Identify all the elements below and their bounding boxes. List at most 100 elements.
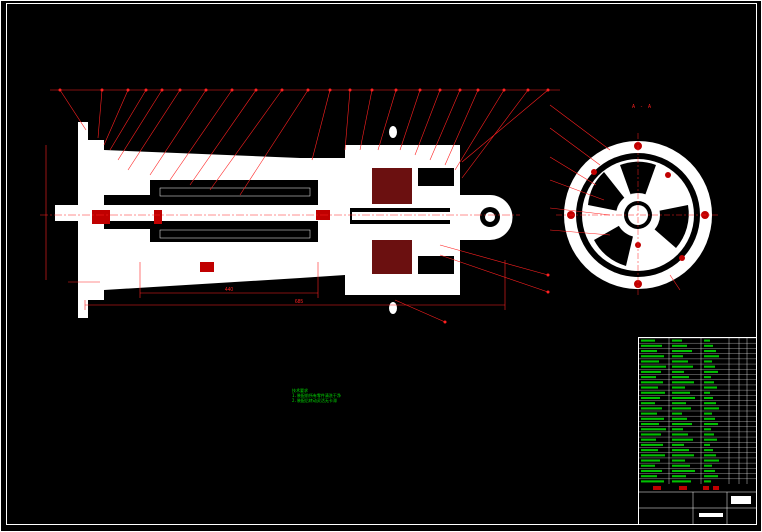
parts-list-row-text [704,391,710,394]
leader-balloons [58,88,550,324]
gear-section-top [372,168,412,204]
parts-list-row-text [704,344,713,347]
dimension-440: 440 [225,287,234,293]
parts-list-row-text [704,480,711,483]
parts-list-row-text [672,396,695,400]
parts-list-row-text [704,365,715,368]
parts-list-row-text [704,475,718,478]
parts-list-row-text [641,475,657,478]
piston-rod [55,205,345,221]
parts-list-row-text [704,370,718,373]
clevis-pin [485,212,495,222]
parts-list-row-text [704,469,715,473]
parts-list-row-text [641,355,664,358]
parts-list-row-text [641,422,659,426]
note-2: 2.装配后转动灵活无卡滞 [292,398,337,403]
parts-list-row-text [672,402,686,405]
parts-list-row-text [641,433,661,436]
title-block-mark-1 [653,486,661,490]
parts-list-row-text [641,386,658,389]
part-leaders [50,89,560,323]
parts-list-row-text [641,438,656,441]
parts-list-row-text [704,449,713,452]
grease-nipple-top [389,126,397,138]
parts-list-row-text [704,438,717,441]
parts-list-table [638,337,757,525]
parts-list-row-text [641,449,658,452]
parts-list-row-text [672,469,695,473]
parts-list-row-text [641,443,663,446]
section-label: A - A [632,104,653,110]
parts-list-row-text [641,417,664,420]
cross-section-view [556,133,720,297]
title-block-mark-3 [703,486,709,490]
parts-list-row-text [672,365,693,368]
parts-list-row-text [641,412,657,415]
parts-list-row-text [672,459,685,462]
parts-list-row-text [704,396,713,400]
parts-list-row-text [641,459,660,462]
longitudinal-section-view [40,122,520,318]
parts-list-row-text [641,402,655,405]
title-block-drawing-no [731,496,751,504]
parts-list-row-text [672,360,688,363]
parts-list-row-text [641,339,655,342]
parts-list-row-text [704,386,717,389]
drawing-frame [6,3,757,525]
grease-nipple-bottom [389,302,397,314]
gear-section-bottom [372,240,412,274]
parts-list-row-text [672,412,682,415]
parts-list-row-text [672,480,691,483]
parts-list-row-text [641,344,662,347]
parts-list-row-text [641,396,660,400]
parts-list-row-text [641,454,665,457]
parts-list-row-text [672,381,694,384]
parts-list-row-text [641,349,657,353]
output-shaft [352,212,462,220]
parts-list-row-text [641,360,659,363]
parts-list-row-text [704,407,719,410]
parts-list-row-text [672,344,687,347]
parts-list-row-text [672,386,685,389]
parts-list-row-text [641,376,656,379]
parts-list-row-text [672,443,684,446]
parts-list-row-text [672,417,687,420]
parts-list-row-text [672,449,689,452]
notes-heading: 技术要求 [292,388,308,393]
parts-list-row-text [704,355,719,358]
technical-notes: 技术要求 1.装配前所有零件清洗干净 2.装配后转动灵活无卡滞 [292,388,341,403]
parts-list-row-text [704,454,716,457]
parts-list-row-text [672,370,684,373]
parts-list-row-text [672,454,694,457]
title-block-mark-4 [713,486,719,490]
parts-list-row-text [641,428,666,431]
parts-list-row-text [672,349,692,353]
cross-leaders [549,104,681,291]
parts-list-row-text [672,422,692,426]
parts-list-row-text [641,391,665,394]
title-block-name [699,513,723,517]
parts-list-row-text [704,464,712,467]
parts-list-row-text [641,480,664,483]
parts-list-row-text [641,381,663,384]
parts-list-row-text [672,407,691,410]
parts-list-row-text [641,365,666,368]
dimension-lines [45,145,506,310]
title-block-mark-2 [679,486,687,490]
parts-list-row-text [641,407,662,410]
parts-list-row-text [672,438,693,441]
parts-list-row-text [704,459,719,462]
parts-list-row-text [672,391,690,394]
parts-list-row-text [672,475,686,478]
parts-list-row-text [704,428,711,431]
parts-list-row-text [672,355,683,358]
parts-list-row-text [641,469,662,473]
rod-channel-bottom [159,229,311,239]
bearing-cavity-bottom [418,256,454,274]
parts-list-row-text [672,464,690,467]
parts-list-row-text [704,412,712,415]
parts-list-row-text [704,360,712,363]
seal-block-left [92,210,110,224]
spoke-window-1 [620,161,656,215]
